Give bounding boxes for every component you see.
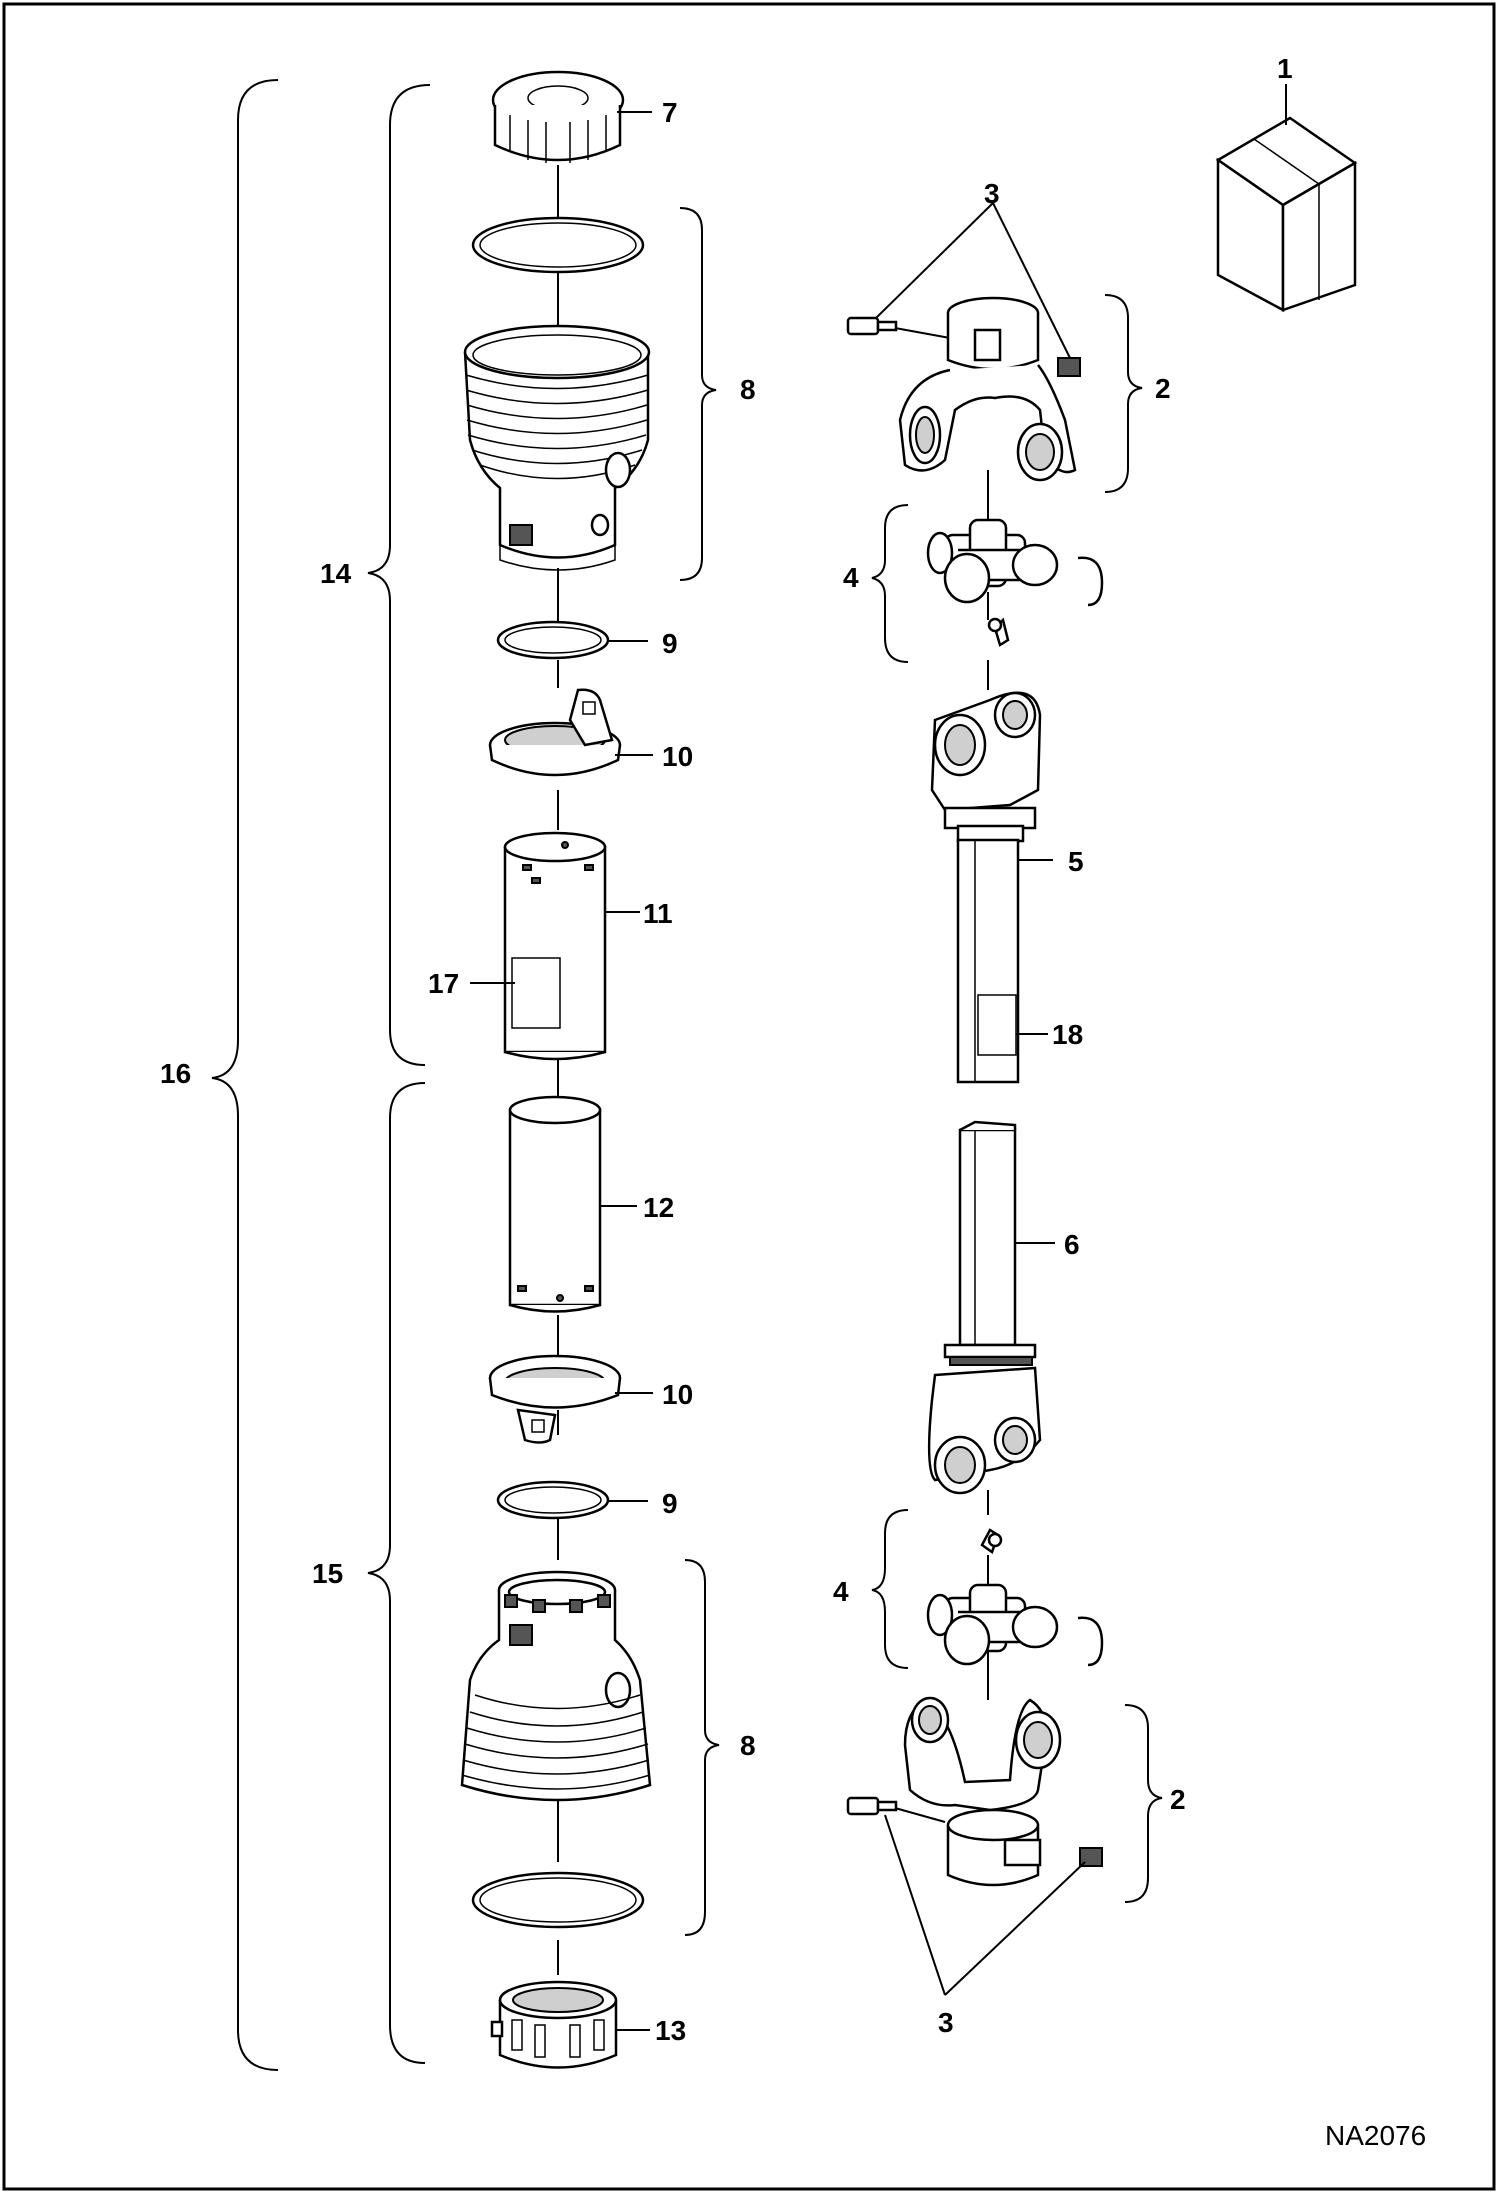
part-4-top-cross-kit [926, 518, 1104, 647]
callout-8-top: 8 [740, 374, 756, 405]
callout-13: 13 [655, 2015, 686, 2046]
part-8-top-shield-cone [463, 324, 651, 571]
bracket-8-top [679, 207, 717, 581]
callout-12: 12 [643, 1192, 674, 1223]
callout-5: 5 [1068, 846, 1084, 877]
callout-16: 16 [160, 1058, 191, 1089]
part-10-top-bearing-cap [488, 688, 622, 777]
part-7-bearing-ring [491, 70, 625, 163]
part-6-inner-yoke-tube [927, 1120, 1042, 1495]
part-2-bottom-yoke [903, 1696, 1062, 1887]
part-4-bottom-cross-kit [926, 1528, 1104, 1667]
callout-17: 17 [428, 968, 459, 999]
callout-3-top: 3 [984, 178, 1000, 209]
part-10-bottom-bearing-cap [488, 1354, 622, 1444]
callout-9-bottom: 9 [662, 1488, 678, 1519]
callout-1: 1 [1277, 53, 1293, 84]
callout-7: 7 [662, 97, 678, 128]
bracket-2-top [1104, 294, 1143, 493]
callout-10-bottom: 10 [662, 1379, 693, 1410]
drawing-code: NA2076 [1325, 2120, 1426, 2151]
callout-15: 15 [312, 1558, 343, 1589]
callout-8-bottom: 8 [740, 1730, 756, 1761]
callout-14: 14 [320, 558, 352, 589]
bracket-4-top [871, 504, 909, 663]
part-12-inner-tube [508, 1095, 602, 1313]
callout-4-bottom: 4 [833, 1576, 849, 1607]
callout-6: 6 [1064, 1229, 1080, 1260]
callout-3-bottom: 3 [938, 2007, 954, 2038]
leaders-3-bottom [884, 1807, 1086, 1996]
callout-4-top: 4 [843, 562, 859, 593]
callout-2-top: 2 [1155, 373, 1171, 404]
part-13-bearing-ring [490, 1980, 618, 2069]
bracket-2-bottom [1124, 1704, 1163, 1903]
brace-14 [367, 84, 431, 1066]
part-11-outer-tube [503, 831, 607, 1061]
part-8-bottom-shield-cone [460, 1570, 652, 1802]
part-9-top-o-ring [496, 620, 610, 660]
callout-10-top: 10 [662, 741, 693, 772]
callout-18: 18 [1052, 1019, 1083, 1050]
part-2-top-yoke [898, 296, 1077, 482]
callout-11: 11 [643, 898, 673, 929]
part-9-bottom-o-ring [496, 1480, 610, 1520]
part-8-bottom-ring [471, 1871, 645, 1929]
callout-2-bottom: 2 [1170, 1784, 1186, 1815]
part-3-bottom-bolt-and-setscrew [846, 1796, 1103, 1867]
bracket-8-bottom [684, 1559, 720, 1936]
part-5-outer-yoke-tube [930, 691, 1042, 1084]
brace-15 [367, 1082, 426, 2064]
bracket-4-bottom [871, 1509, 909, 1669]
part-1-kit-box [1215, 116, 1358, 313]
brace-16 [211, 79, 279, 2071]
part-8-top-ring [471, 216, 645, 274]
leaders-3-top [875, 202, 1071, 359]
callout-9-top: 9 [662, 628, 678, 659]
